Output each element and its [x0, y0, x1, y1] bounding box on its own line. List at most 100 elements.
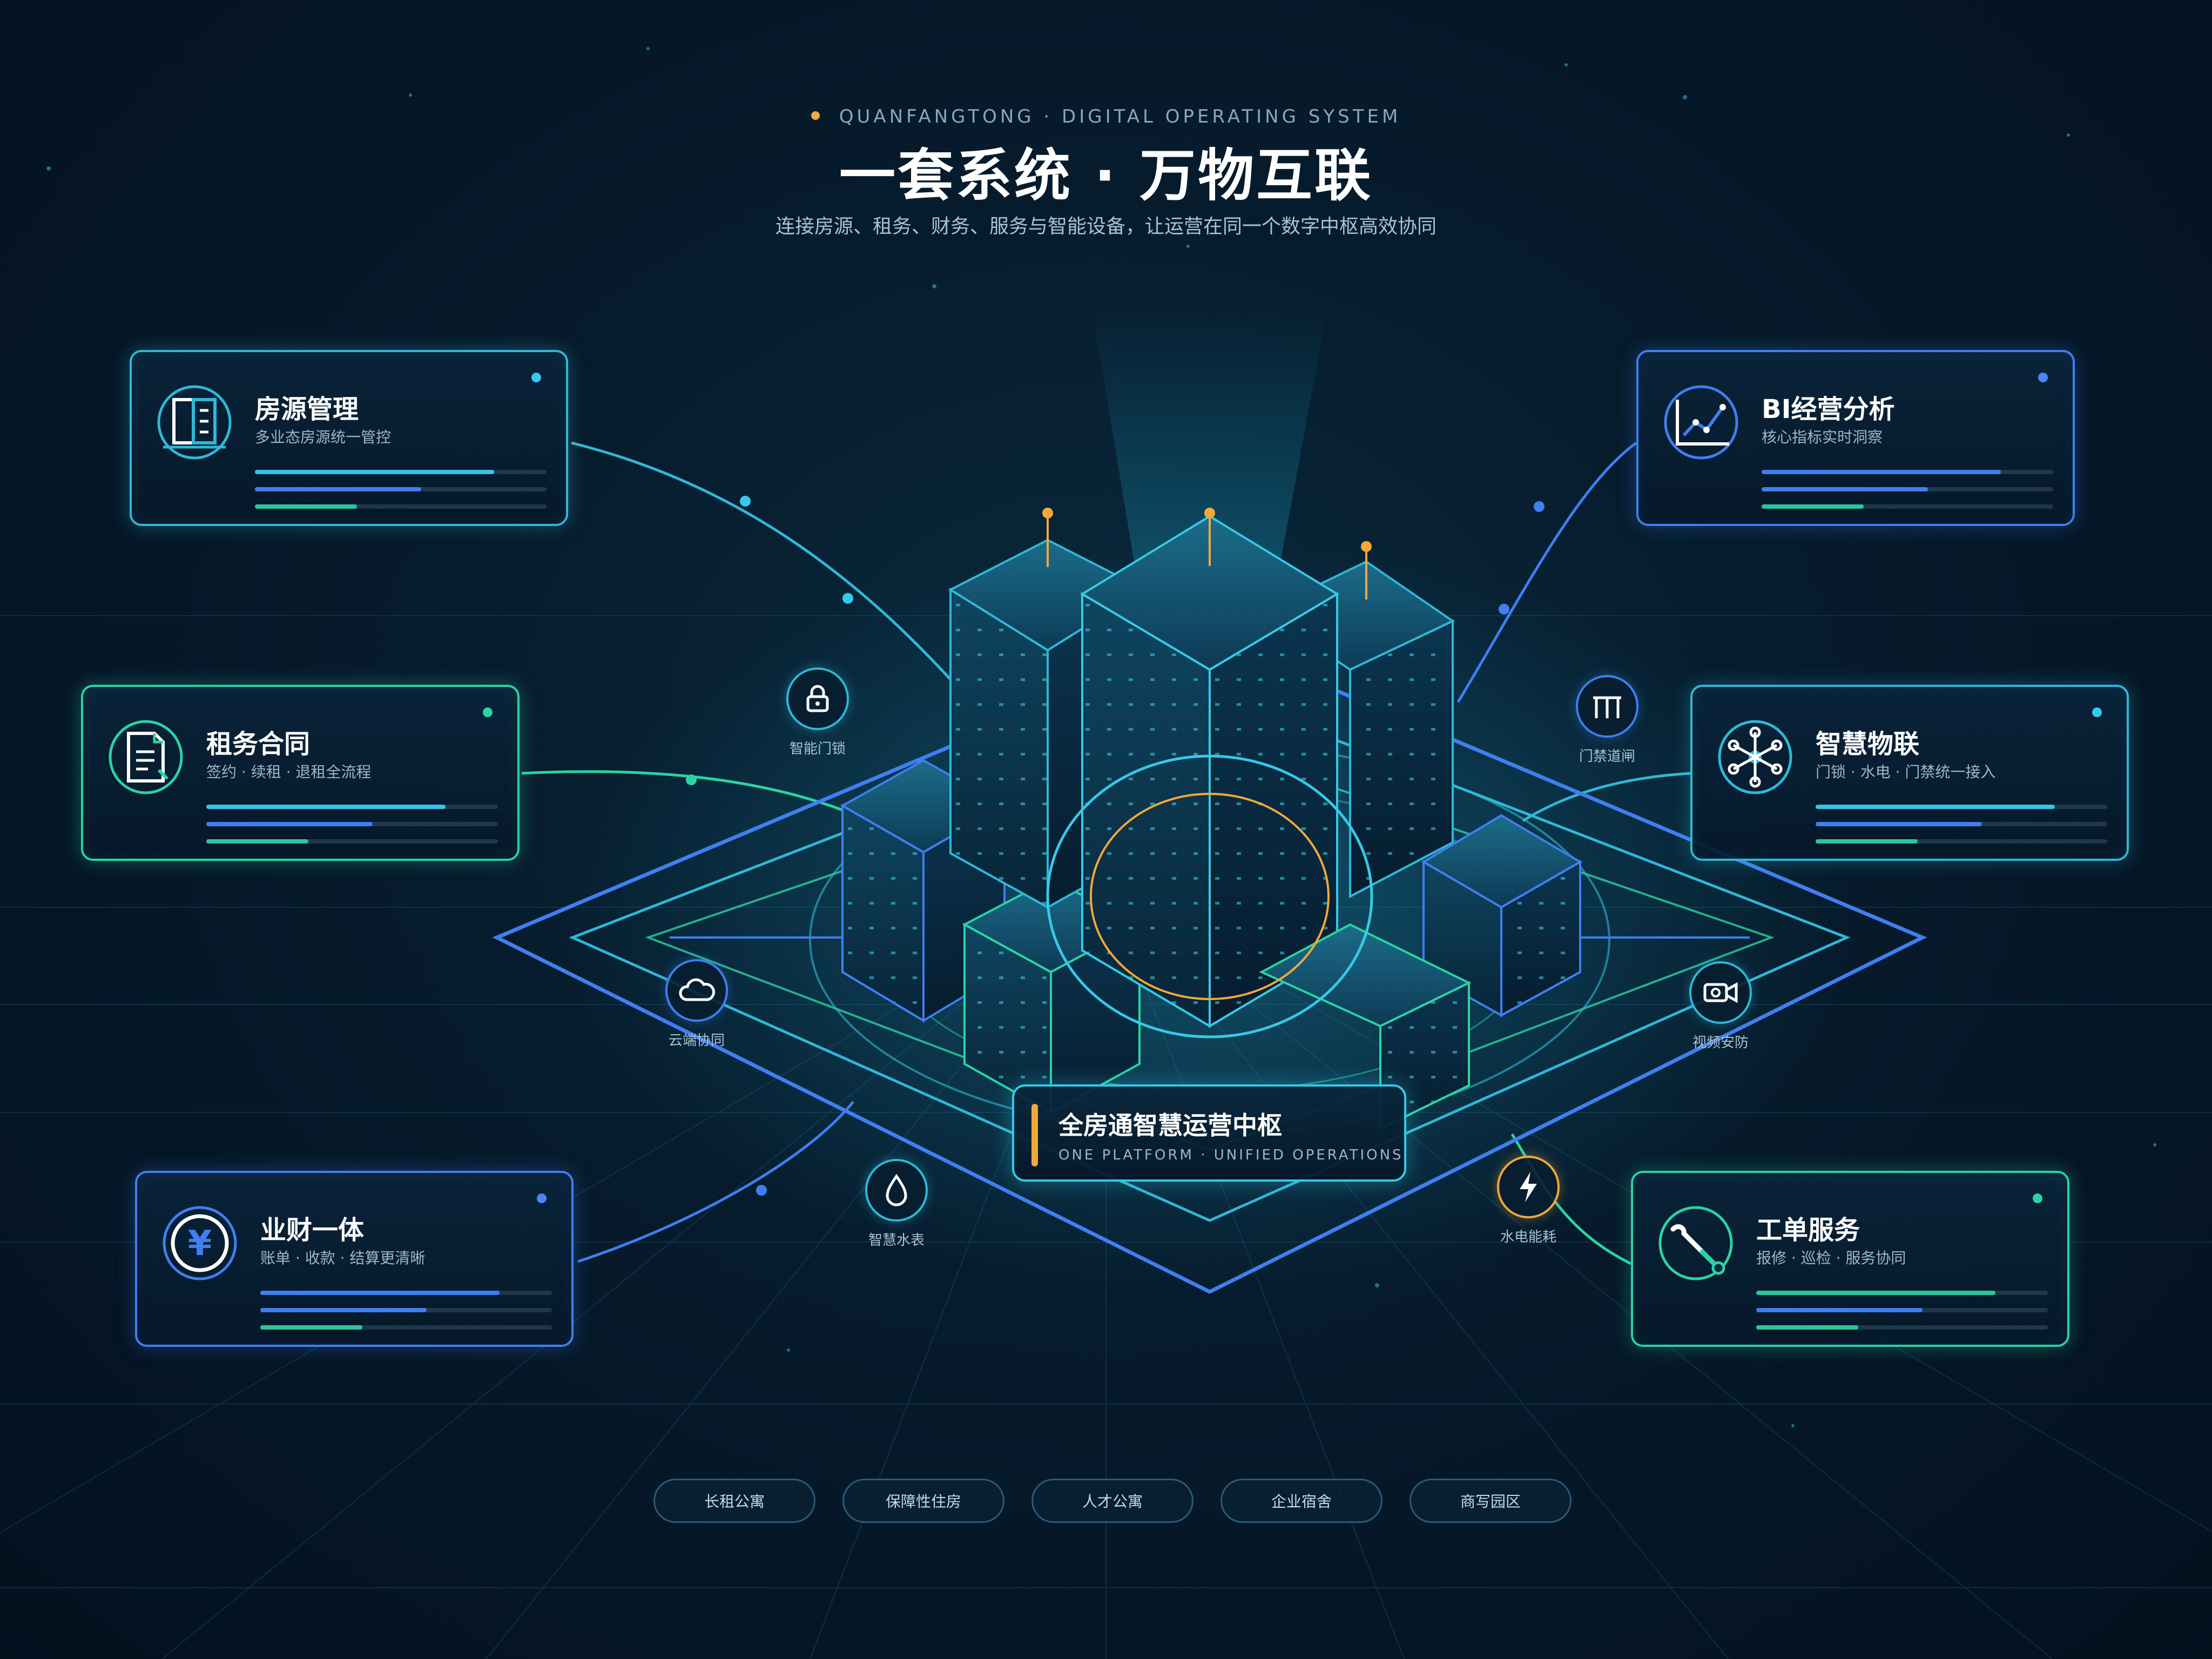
device-icon-ring [1497, 1156, 1560, 1218]
card-title: 智慧物联 [1816, 729, 1920, 759]
card-title: 房源管理 [255, 394, 359, 424]
progress-bar [1816, 822, 1982, 826]
device-smart-lock[interactable]: 智能门锁 [764, 667, 872, 758]
gate-icon [1593, 696, 1621, 718]
progress-bars [1762, 470, 2053, 522]
progress-bars [260, 1291, 552, 1343]
progress-bars [1756, 1291, 2048, 1343]
status-dot [483, 707, 493, 717]
card-subtitle: 多业态房源统一管控 [255, 428, 392, 446]
hub-rings [1046, 754, 1373, 1038]
page-title: 一套系统 · 万物互联 [839, 143, 1373, 208]
water-drop-icon [886, 1174, 907, 1206]
progress-bar [206, 822, 373, 826]
card-business-finance[interactable]: ¥ 业财一体 账单 · 收款 · 结算更清晰 [135, 1171, 574, 1347]
progress-bars [206, 805, 498, 857]
progress-bar [1762, 487, 1928, 491]
scenario-pill-commercial-park[interactable]: 商写园区 [1410, 1479, 1572, 1523]
device-cloud-sync[interactable]: 云端协同 [643, 959, 751, 1049]
hub-accent-bar [1031, 1104, 1038, 1166]
eyebrow-text: QUANFANGTONG · DIGITAL OPERATING SYSTEM [839, 106, 1401, 127]
progress-bar [206, 839, 308, 844]
device-access-gate[interactable]: 门禁道闸 [1553, 675, 1661, 765]
progress-bar [1816, 839, 1918, 844]
connection-lines [521, 441, 1691, 1265]
device-label: 视频安防 [1692, 1035, 1749, 1051]
connection-dots [686, 496, 1545, 1196]
card-title: 工单服务 [1756, 1215, 1860, 1245]
light-beam [1091, 302, 1328, 594]
yuan-coin-icon: ¥ [163, 1206, 237, 1280]
scenario-pill-long-term-apartment[interactable]: 长租公寓 [653, 1479, 815, 1523]
progress-bar [1756, 1291, 1995, 1295]
hub-title: 全房通智慧运营中枢 [1058, 1111, 1282, 1140]
scenario-pill-affordable-housing[interactable]: 保障性住房 [842, 1479, 1004, 1523]
card-title: BI经营分析 [1762, 394, 1895, 424]
device-label: 门禁道闸 [1579, 748, 1635, 765]
device-label: 云端协同 [668, 1033, 725, 1049]
hub-subtitle: ONE PLATFORM · UNIFIED OPERATIONS [1058, 1147, 1404, 1163]
device-smart-water-meter[interactable]: 智慧水表 [842, 1159, 950, 1249]
progress-bars [1816, 805, 2107, 857]
eyebrow-caption: QUANFANGTONG · DIGITAL OPERATING SYSTEM [0, 106, 2212, 127]
lock-icon [806, 685, 829, 712]
device-icon-ring [865, 1159, 928, 1222]
progress-bar [255, 470, 494, 474]
device-video-security[interactable]: 视频安防 [1667, 961, 1775, 1051]
card-property-management[interactable]: 房源管理 多业态房源统一管控 [130, 350, 568, 526]
progress-bar [255, 487, 421, 491]
progress-bar [1756, 1325, 1858, 1330]
device-label: 智慧水表 [868, 1232, 925, 1249]
status-dot [2038, 373, 2048, 382]
card-bi-analytics[interactable]: BI经营分析 核心指标实时洞察 [1636, 350, 2075, 526]
card-subtitle: 核心指标实时洞察 [1762, 428, 1883, 446]
device-icon-ring [1576, 675, 1638, 738]
status-dot [2033, 1193, 2042, 1203]
building-right [1421, 814, 1582, 1017]
line-chart-icon [1664, 385, 1738, 460]
card-smart-iot[interactable]: 智慧物联 门锁 · 水电 · 门禁统一接入 [1690, 685, 2129, 861]
progress-bars [255, 470, 547, 522]
progress-bar [1756, 1308, 1923, 1312]
device-energy-consumption[interactable]: 水电能耗 [1474, 1156, 1582, 1246]
svg-text:¥: ¥ [188, 1224, 212, 1264]
progress-bar [260, 1308, 427, 1312]
progress-bar [1762, 470, 2001, 474]
progress-bar [260, 1291, 500, 1295]
scenario-pill-corporate-dormitory[interactable]: 企业宿舍 [1220, 1479, 1382, 1523]
progress-bar [260, 1325, 362, 1330]
building-list-icon [157, 385, 232, 460]
card-subtitle: 账单 · 收款 · 结算更清晰 [260, 1249, 426, 1267]
network-hub-icon [1718, 720, 1792, 794]
progress-bar [1816, 805, 2055, 809]
device-icon-ring [786, 667, 849, 730]
lightning-icon [1520, 1172, 1537, 1202]
buildings [840, 508, 1582, 1131]
card-subtitle: 签约 · 续租 · 退租全流程 [206, 763, 372, 781]
card-subtitle: 门锁 · 水电 · 门禁统一接入 [1816, 763, 1996, 781]
status-dot [2092, 707, 2102, 717]
progress-bar [1762, 504, 1864, 509]
eyebrow-dot [811, 111, 820, 120]
device-icon-ring [665, 959, 728, 1022]
card-title: 租务合同 [206, 729, 311, 759]
central-hub-panel[interactable]: 全房通智慧运营中枢 ONE PLATFORM · UNIFIED OPERATI… [1012, 1084, 1406, 1182]
progress-bar [255, 504, 357, 509]
page-subtitle: 连接房源、租务、财务、服务与智能设备，让运营在同一个数字中枢高效协同 [775, 215, 1437, 238]
progress-bar [206, 805, 446, 809]
card-lease-contract[interactable]: 租务合同 签约 · 续租 · 退租全流程 [81, 685, 520, 861]
contract-document-icon [109, 720, 183, 794]
card-subtitle: 报修 · 巡检 · 服务协同 [1756, 1249, 1906, 1267]
building-central-tower [1080, 508, 1339, 1028]
device-icon-ring [1689, 961, 1752, 1024]
wrench-icon [1658, 1206, 1733, 1280]
device-label: 智能门锁 [789, 741, 846, 757]
scenario-pill-talent-apartment[interactable]: 人才公寓 [1031, 1479, 1193, 1523]
card-work-order-service[interactable]: 工单服务 报修 · 巡检 · 服务协同 [1631, 1171, 2069, 1347]
cloud-icon [679, 978, 716, 1001]
device-label: 水电能耗 [1500, 1229, 1556, 1245]
status-dot [531, 373, 541, 382]
status-dot [537, 1193, 547, 1203]
camera-icon [1703, 982, 1738, 1003]
